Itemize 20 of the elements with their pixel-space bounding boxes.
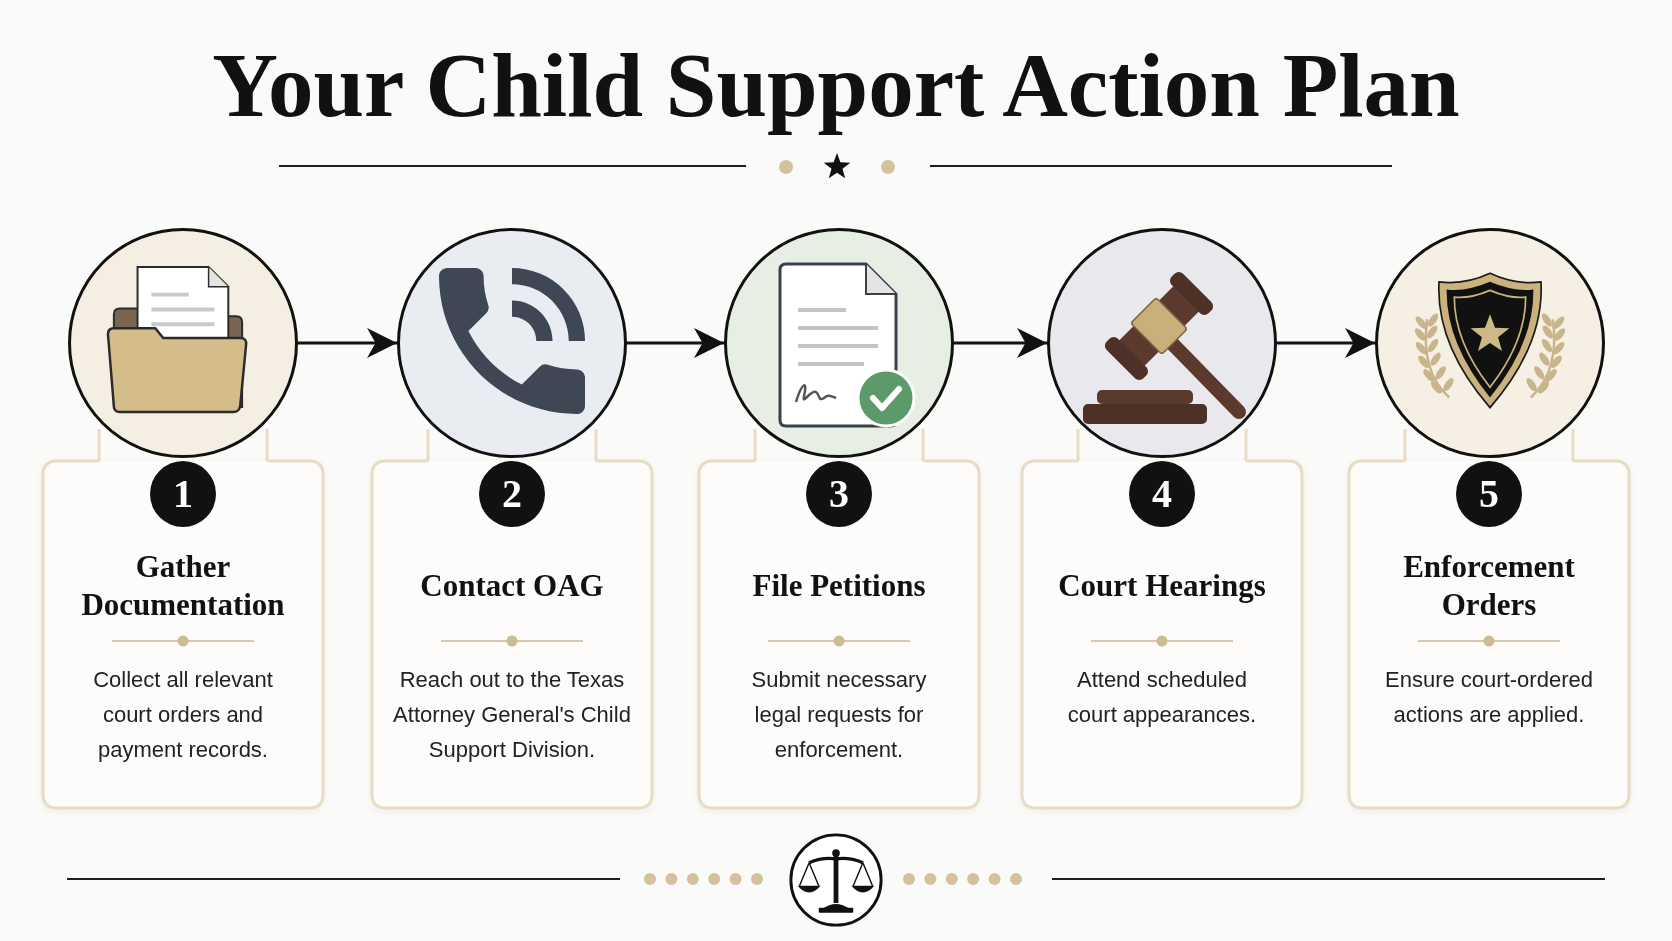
step-card [41, 459, 325, 810]
arrow [298, 328, 397, 358]
step-title: Contact OAG [420, 568, 604, 603]
step-title: Court Hearings [1058, 568, 1266, 603]
step-title: File Petitions [752, 568, 926, 603]
step-description: Attend scheduled court appearances. [1067, 667, 1257, 727]
step-description: Ensure court-ordered actions are applied. [1385, 667, 1593, 727]
step-title: Gather Documentation [81, 549, 285, 622]
step-card [1347, 459, 1631, 810]
arrow [954, 328, 1047, 358]
step-card [370, 459, 654, 810]
step-title: Enforcement Orders [1403, 549, 1575, 622]
arrow [1277, 328, 1375, 358]
title: Your Child Support Action Plan [212, 34, 1460, 138]
step-description: Collect all relevant court orders and payment records. [93, 667, 273, 762]
step-card [1020, 459, 1304, 810]
arrow [627, 328, 724, 358]
step-description: Submit necessary legal requests for enforcement. [751, 667, 927, 762]
step-description: Reach out to the Texas Attorney General's Child Support Division. [393, 667, 631, 762]
step-card [697, 459, 981, 810]
